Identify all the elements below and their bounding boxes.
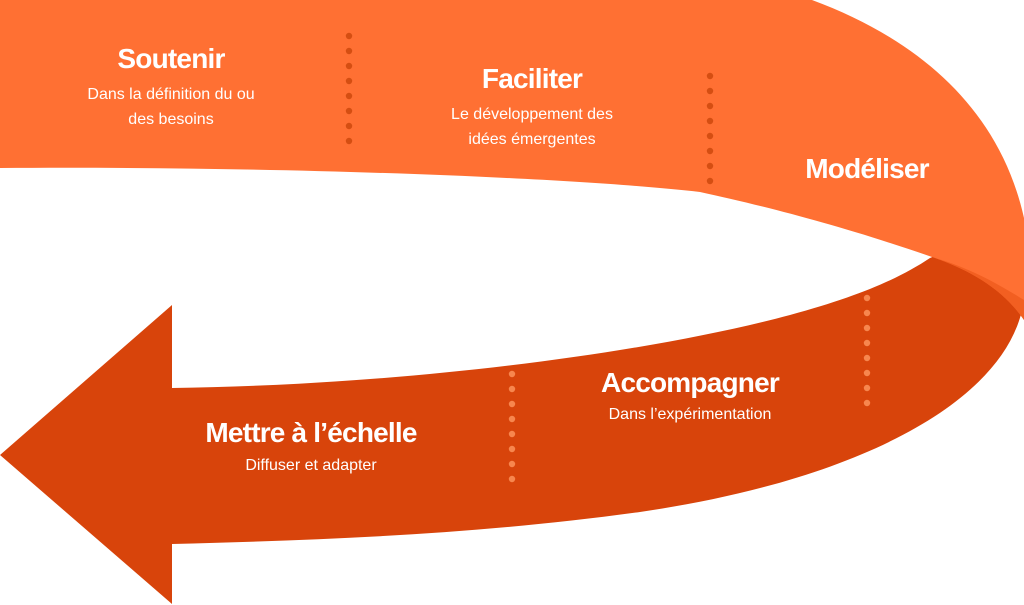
- stage-subtitle-line: Diffuser et adapter: [245, 457, 377, 474]
- stage-subtitle-line: des besoins: [128, 111, 214, 128]
- stage-title: Faciliter: [481, 63, 583, 94]
- upper-band: [0, 0, 1024, 320]
- stage-title: Modéliser: [805, 153, 929, 184]
- stage-modeliser: Modéliser: [805, 152, 929, 186]
- stage-subtitle-line: Le développement des: [451, 106, 613, 123]
- stage-soutenir: Soutenir Dans la définition du ou des be…: [87, 42, 254, 132]
- stage-faciliter: Faciliter Le développement des idées éme…: [451, 62, 613, 152]
- stage-subtitle-line: Dans l’expérimentation: [608, 406, 772, 423]
- stage-title: Mettre à l’échelle: [205, 417, 417, 448]
- separator-upper-2: [706, 72, 714, 185]
- stage-subtitle: Dans la définition du ou des besoins: [87, 82, 254, 132]
- stage-subtitle-line: idées émergentes: [468, 131, 596, 148]
- stage-subtitle: Diffuser et adapter: [205, 453, 416, 478]
- lower-band-arrow: [0, 218, 1024, 604]
- stage-title: Soutenir: [117, 43, 225, 74]
- stage-title: Accompagner: [601, 367, 780, 398]
- stage-accompagner: Accompagner Dans l’expérimentation: [601, 366, 780, 427]
- separator-lower-1: [863, 294, 871, 407]
- stage-subtitle: Le développement des idées émergentes: [451, 102, 613, 152]
- stage-subtitle: Dans l’expérimentation: [601, 402, 779, 427]
- separator-upper-1: [345, 32, 353, 145]
- stage-subtitle-line: Dans la définition du ou: [87, 86, 255, 103]
- stage-mettre-a-l-echelle: Mettre à l’échelle Diffuser et adapter: [205, 416, 417, 478]
- separator-lower-2: [508, 370, 516, 483]
